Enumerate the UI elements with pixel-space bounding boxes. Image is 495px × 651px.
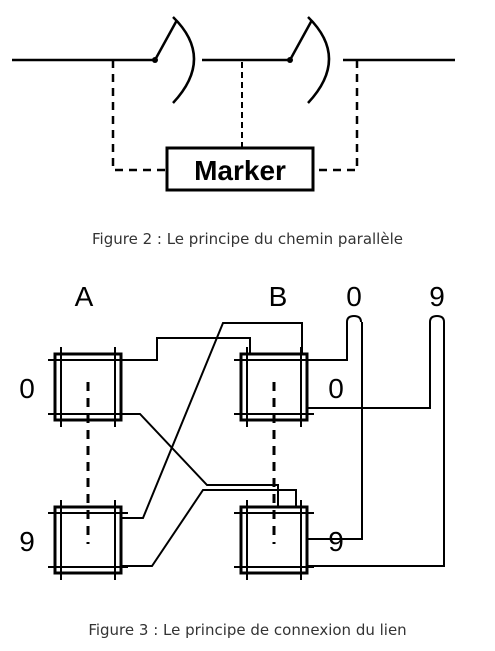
wire-a9-to-b0 (121, 322, 303, 519)
output-0-bracket (346, 314, 362, 323)
switch-1-blade (153, 19, 179, 61)
row-9-label: 9 (19, 526, 35, 557)
marker-box (165, 146, 315, 192)
wire-a9-to-b9 (121, 489, 297, 567)
wire-b0-to-output-0 (307, 322, 348, 361)
stage-b-label: B (269, 281, 288, 312)
figure-3-caption: Figure 3 : Le principe de connexion du l… (88, 621, 407, 639)
wire-b9-to-output-0 (307, 322, 363, 540)
switch-1-arc (172, 16, 196, 104)
figure-2-caption: Figure 2 : Le principe du chemin parallè… (92, 230, 403, 248)
wire-b0-to-output-9 (307, 322, 431, 409)
stage-a-label: A (75, 281, 94, 312)
b-row-0-label: 0 (328, 373, 344, 404)
switch-2-pivot (287, 57, 293, 63)
wire-b9-to-output-9 (307, 322, 445, 567)
wire-a0-to-b9 (121, 413, 279, 507)
control-path-right (313, 60, 359, 172)
control-path-left (111, 60, 167, 172)
switch-grid-a9 (48, 500, 128, 580)
output-9-bracket (429, 314, 445, 323)
figure-2-parallel-path (12, 16, 455, 192)
row-0-label: 0 (19, 373, 35, 404)
figure-3-link-connection: A B 0 9 0 9 0 9 (19, 281, 445, 580)
marker-label: Marker (194, 155, 286, 186)
switch-grid-a0 (48, 347, 128, 427)
switch-2-arc (307, 16, 331, 104)
output-9-label: 9 (429, 281, 445, 312)
switch-2-blade (288, 19, 314, 61)
b-row-9-label: 9 (328, 526, 344, 557)
wire-a0-to-b0 (121, 337, 251, 361)
output-0-label: 0 (346, 281, 362, 312)
switch-1-pivot (152, 57, 158, 63)
